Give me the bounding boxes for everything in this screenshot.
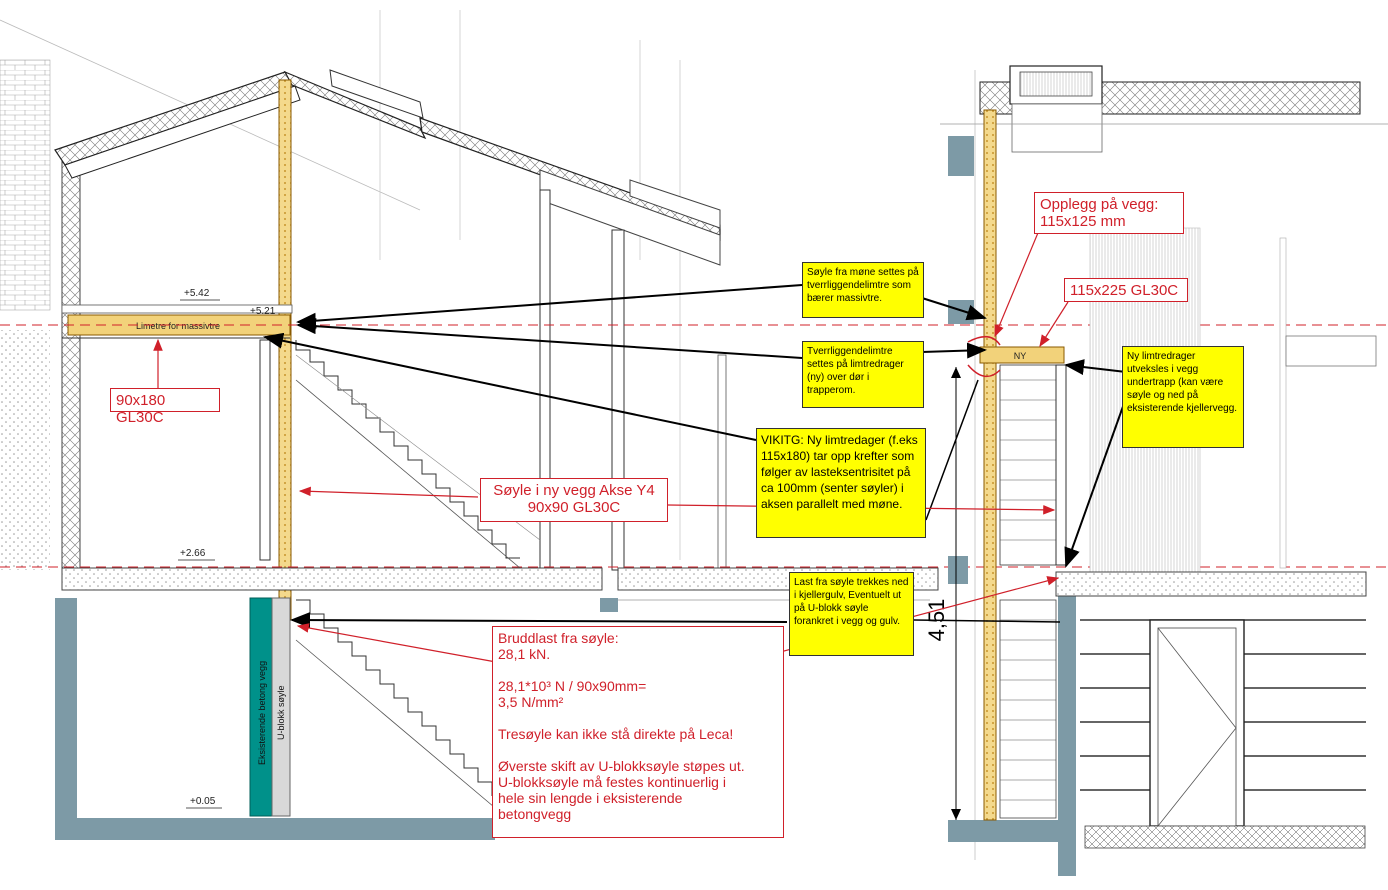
note-bearing-text: Opplegg på vegg: 115x125 mm [1040, 196, 1159, 230]
note-column-from-ridge: Søyle fra møne settes på tverrliggendeli… [802, 262, 924, 318]
note-column-y4-text: Søyle i ny vegg Akse Y4 90x90 GL30C [493, 482, 655, 516]
note-beam-size-right: 115x225 GL30C [1064, 278, 1188, 302]
wall-label-ublock: U-blokk søyle [276, 685, 286, 740]
beam-label-left: Limetre for massivtre [136, 321, 220, 331]
elevation-521: +5.21 [250, 306, 276, 317]
note-load-transfer: Last fra søyle trekkes ned i kjellergulv… [789, 572, 914, 656]
load-calc-line-4: Øverste skift av U-blokksøyle støpes ut.… [498, 758, 745, 822]
elevation-266: +2.66 [180, 548, 206, 559]
note-cross-beams: Tverrliggendelimtre settes på limtredrag… [802, 341, 924, 408]
note-load-calc: Bruddlast fra søyle: 28,1 kN. 28,1*10³ N… [492, 626, 784, 838]
note-new-beam: Ny limtredrager utveksles i vegg undertr… [1122, 346, 1244, 448]
note-column-y4: Søyle i ny vegg Akse Y4 90x90 GL30C [480, 478, 668, 522]
note-bearing: Opplegg på vegg: 115x125 mm [1034, 192, 1184, 234]
note-beam-size-left: 90x180 GL30C [110, 388, 220, 426]
elevation-542: +5.42 [184, 288, 210, 299]
note-important: VIKITG: Ny limtredager (f.eks 115x180) t… [756, 428, 926, 538]
load-calc-line-2: 28,1*10³ N / 90x90mm= 3,5 N/mm² [498, 678, 647, 710]
leader-lines [153, 227, 1127, 677]
wall-label-concrete: Eksisterende betong vegg [257, 661, 267, 765]
right-section: NY 4,51 [924, 65, 1388, 876]
beam-label-ny: NY [1014, 351, 1027, 361]
load-calc-line-3: Tresøyle kan ikke stå direkte på Leca! [498, 726, 734, 742]
elevation-005: +0.05 [190, 796, 216, 807]
load-calc-line-1: Bruddlast fra søyle: 28,1 kN. [498, 630, 619, 662]
